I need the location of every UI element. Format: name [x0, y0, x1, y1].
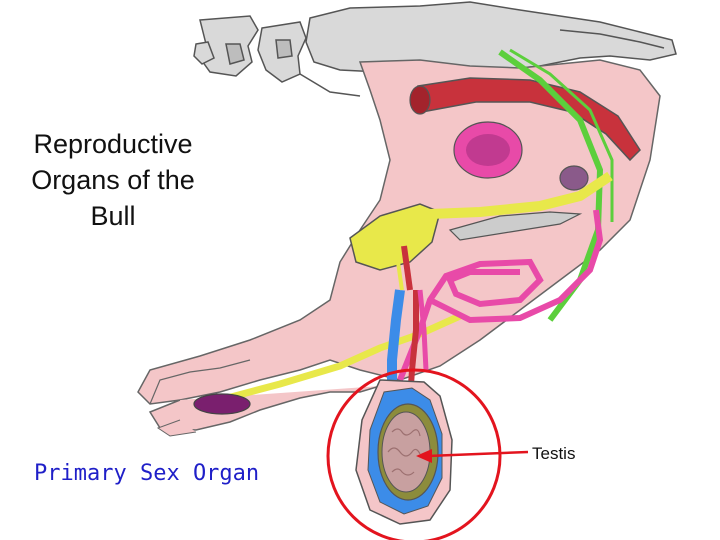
- primary-sex-organ-caption: Primary Sex Organ: [34, 461, 260, 486]
- bladder: [349, 203, 441, 271]
- seminal-vesicle: [448, 211, 583, 241]
- glans-penis: [156, 393, 251, 437]
- title-line: Reproductive: [33, 129, 193, 159]
- rectum: [409, 77, 641, 162]
- testis-highlight-circle: [326, 368, 502, 540]
- accessory-glands: [453, 121, 589, 191]
- title-line: Bull: [90, 201, 136, 231]
- testis-label: Testis: [532, 444, 576, 463]
- slide-title: Reproductive Organs of the Bull: [2, 126, 224, 234]
- vas-deferens: [397, 209, 604, 382]
- testis-pointer-arrow: [416, 449, 529, 463]
- urethra: [219, 171, 613, 404]
- title-line: Organs of the: [31, 165, 195, 195]
- vertebral-column: [193, 1, 677, 97]
